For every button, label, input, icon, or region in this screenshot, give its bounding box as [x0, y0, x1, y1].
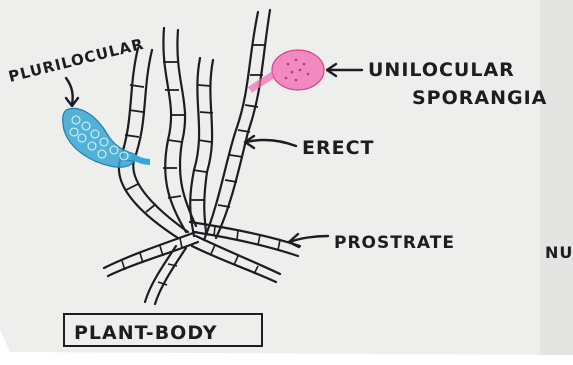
erect-label: ERECT: [302, 137, 375, 159]
sporangia-label: SPORANGIA: [412, 87, 547, 109]
plant-body-label: PLANT-BODY: [74, 322, 217, 344]
paper-shadow-right: [540, 0, 573, 355]
unilocular-label: UNILOCULAR: [368, 59, 515, 81]
unilocular-body: [272, 50, 324, 90]
prostrate-label: PROSTRATE: [334, 233, 455, 253]
cutoff-label: NU: [545, 243, 573, 262]
